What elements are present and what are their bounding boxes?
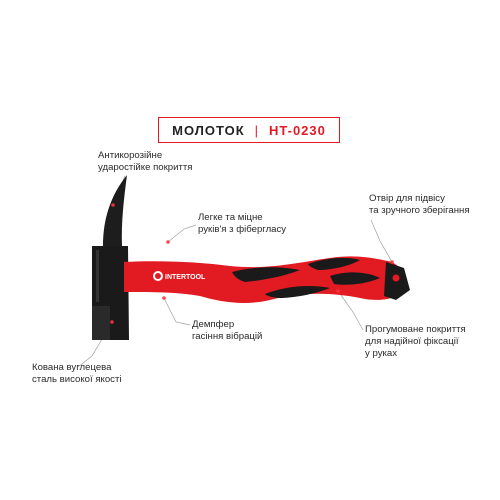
brand-logo-text: INTERTOOL — [165, 274, 206, 281]
product-model: HT-0230 — [269, 122, 326, 138]
product-name: МОЛОТОК — [172, 122, 245, 138]
callout-hole-line-2: та зручного зберігання — [369, 205, 470, 216]
dot-coating — [111, 203, 115, 207]
hanging-hole — [392, 274, 400, 282]
brand-logo: INTERTOOL — [153, 271, 206, 281]
callout-hole-line-1: Отвір для підвісу — [369, 193, 445, 204]
title-separator: | — [254, 122, 260, 138]
callout-hole: Отвір для підвісу та зручного зберігання — [369, 193, 470, 217]
callout-dots — [110, 203, 394, 324]
dot-fiberglass — [166, 240, 170, 244]
product-title: МОЛОТОК | HT-0230 — [158, 117, 340, 143]
callout-grip: Прогумоване покриття для надійної фіксац… — [365, 324, 466, 360]
callout-coating-line-1: Антикорозійне — [98, 150, 163, 161]
callout-grip-line-3: у руках — [365, 348, 398, 359]
hammer-head — [92, 175, 129, 340]
dot-hole — [390, 260, 394, 264]
callout-grip-line-1: Прогумоване покриття — [365, 324, 466, 335]
leader-line-grip — [337, 290, 364, 331]
callout-damper-line-2: гасіння вібрацій — [192, 331, 263, 342]
dot-damper — [162, 296, 166, 300]
callout-steel-line-1: Кована вуглецева — [32, 362, 112, 373]
callout-steel-line-2: сталь високої якості — [32, 374, 122, 385]
dot-grip — [336, 289, 340, 293]
leader-line-hole — [370, 219, 393, 263]
callout-damper: Демпфер гасіння вібрацій — [192, 319, 262, 343]
leader-line-damper — [163, 297, 191, 326]
callout-steel: Кована вуглецева сталь високої якості — [32, 362, 122, 386]
callout-fiberglass-line-2: руків'я з фібергласу — [198, 224, 287, 235]
callout-damper-line-1: Демпфер — [192, 319, 235, 330]
callout-coating-line-2: ударостійке покриття — [98, 162, 193, 173]
callout-fiberglass: Легке та міцне руків'я з фібергласу — [198, 212, 286, 236]
callout-coating: Антикорозійне ударостійке покриття — [98, 150, 192, 174]
callout-fiberglass-line-1: Легке та міцне — [198, 212, 263, 223]
callout-grip-line-2: для надійної фіксації — [365, 336, 459, 347]
dot-steel — [110, 320, 114, 324]
leader-line-fiberglass — [167, 224, 197, 243]
